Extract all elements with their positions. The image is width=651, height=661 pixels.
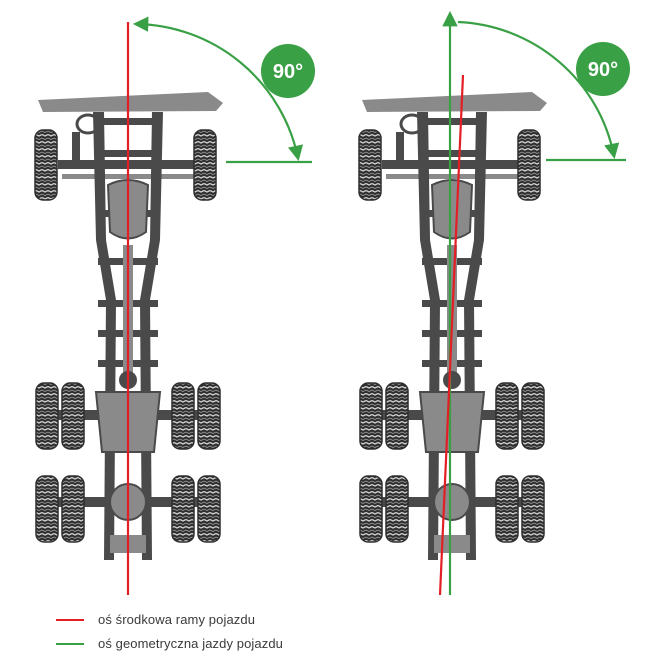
steering-column [72,132,80,166]
frame-center-axis-right [438,74,465,596]
rear-bumper [434,535,470,553]
angle-label-right: 90° [588,59,618,81]
steering-column [396,132,404,166]
vehicle-chassis-right [358,92,547,560]
rear-tire-axle-1 [61,382,85,450]
rear-tire-axle-2 [35,475,59,543]
rear-tire-axle-1 [35,382,59,450]
rear-tire-axle-1 [197,382,221,450]
differential-2 [433,483,471,521]
front-tire-left [358,129,382,201]
legend-item-driving-axis: oś geometryczna jazdy pojazdu [56,636,283,651]
rear-tire-axle-1 [359,382,383,450]
axes-left: 90° [126,16,315,595]
rear-tire-axle-2 [197,475,221,543]
rear-tire-axle-2 [61,475,85,543]
rear-tire-axle-2 [171,475,195,543]
legend-label-driving-axis: oś geometryczna jazdy pojazdu [98,636,284,651]
angle-label-left: 90° [273,61,303,83]
axes-right: 90° [438,10,630,596]
rear-tire-axle-2 [359,475,383,543]
rear-tire-axle-1 [521,382,545,450]
angle-badge-right [576,42,630,96]
angle-arc-left [132,16,304,162]
rear-tire-axle-2 [495,475,519,543]
legend-label-frame-axis: oś środkowa ramy pojazdu [98,612,256,627]
differential-1 [418,391,486,453]
cross-member [422,118,482,125]
legend-swatch-red [56,618,84,621]
front-tie-rod [386,174,518,179]
front-tire-left [34,129,58,201]
rear-tire-axle-2 [521,475,545,543]
front-tire-right [517,129,541,201]
engine-block [430,179,474,240]
front-axle [382,160,522,169]
angle-arc-right [457,20,620,160]
legend-swatch-green [56,642,84,645]
rear-tire-axle-1 [171,382,195,450]
rear-tire-axle-1 [495,382,519,450]
legend-item-frame-axis: oś środkowa ramy pojazdu [56,612,255,627]
front-panel [38,92,223,112]
angle-badge-left [261,44,315,98]
front-tire-right [193,129,217,201]
rear-tire-axle-1 [385,382,409,450]
u-joint [443,371,461,389]
rear-tire-axle-2 [385,475,409,543]
front-panel [362,92,547,112]
cross-member [422,150,482,157]
